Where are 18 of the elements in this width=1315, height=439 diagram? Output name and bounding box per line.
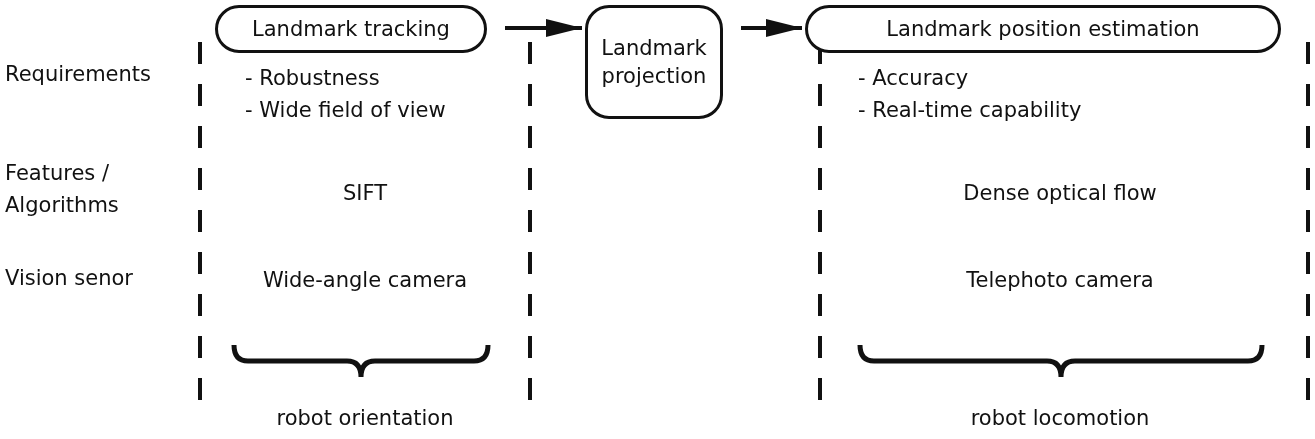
text-label: robot locomotion	[970, 405, 1150, 432]
text-label: SIFT	[342, 180, 388, 207]
arrow	[505, 19, 582, 37]
row-label: Vision senor	[5, 265, 133, 292]
process-box: Landmark position estimation	[805, 5, 1281, 53]
process-box: Landmark tracking	[215, 5, 487, 53]
text-label: Telephoto camera	[966, 267, 1154, 294]
text-label: - Robustness	[245, 65, 380, 92]
row-label: Features / Algorithms	[5, 160, 120, 219]
text-label: robot orientation	[276, 405, 454, 432]
text-label: Dense optical flow	[963, 180, 1157, 207]
text-label: Wide-angle camera	[262, 267, 468, 294]
text-label: - Accuracy	[858, 65, 969, 92]
row-label: Requirements	[5, 61, 151, 88]
process-box: Landmark projection	[585, 5, 723, 119]
arrow	[741, 19, 802, 37]
text-label: - Real-time capability	[858, 97, 1082, 124]
text-label: - Wide field of view	[245, 97, 446, 124]
